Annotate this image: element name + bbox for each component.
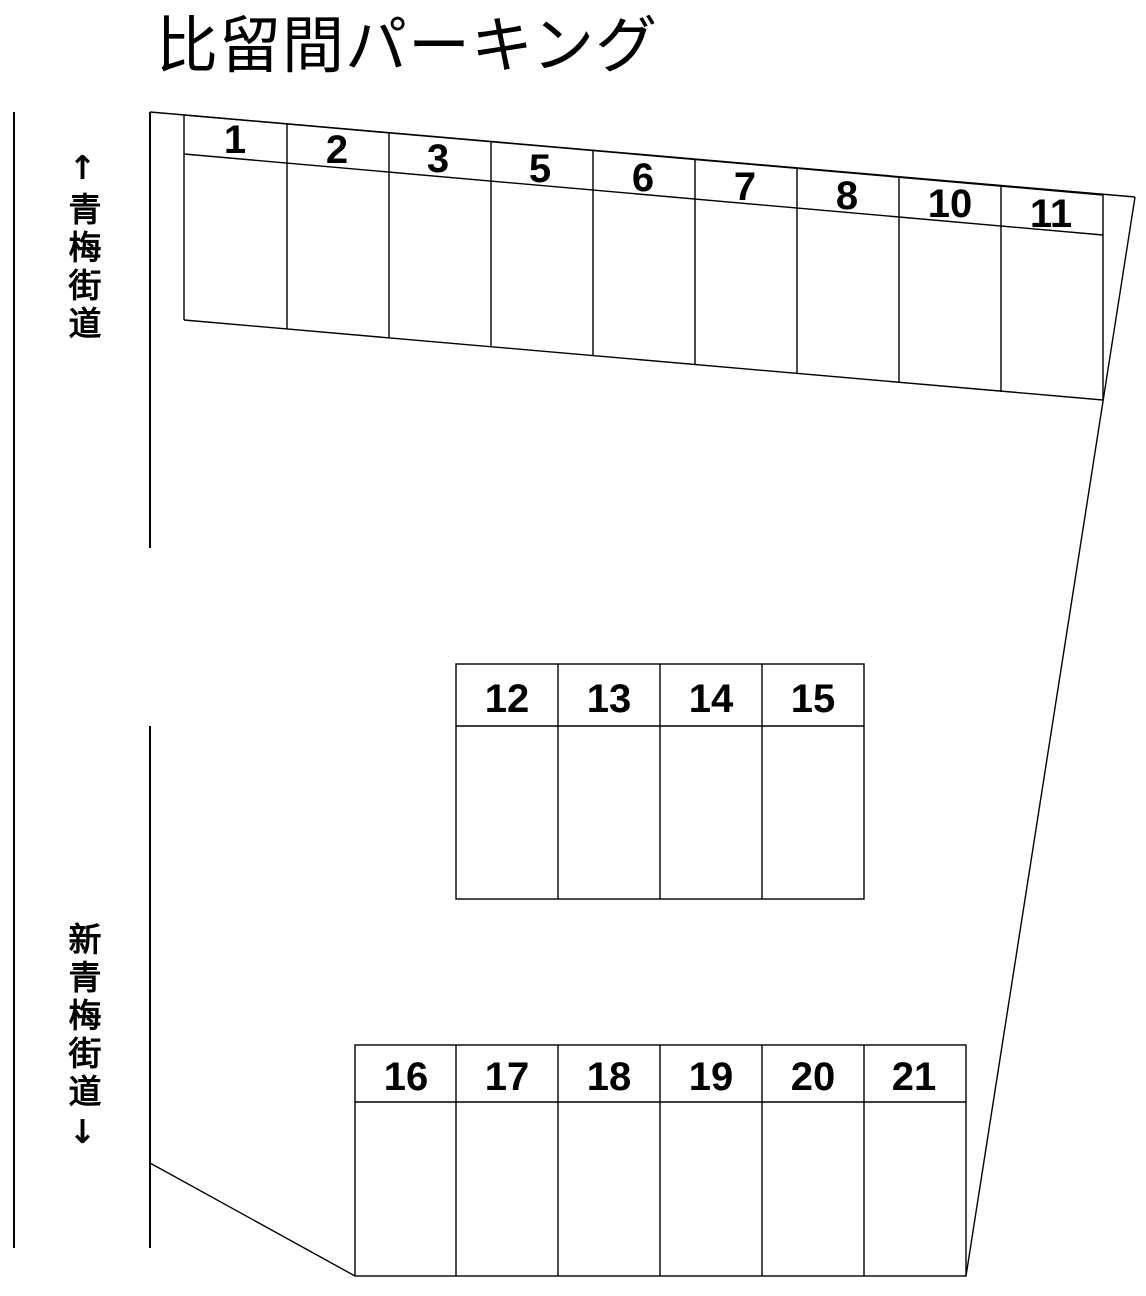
stall-label[interactable]: 8 <box>836 174 858 218</box>
stall-label[interactable]: 14 <box>689 677 734 721</box>
stall-label[interactable]: 21 <box>892 1055 937 1099</box>
stall-label[interactable]: 16 <box>384 1055 429 1099</box>
stall-label[interactable]: 6 <box>632 156 654 200</box>
road-name-south: 新青梅街道 <box>63 922 102 1112</box>
lot-boundary-right <box>965 196 1136 1277</box>
lot-boundary-bottom-left <box>149 1162 356 1277</box>
stall-label[interactable]: 20 <box>791 1055 836 1099</box>
stall-label[interactable]: 1 <box>224 118 246 162</box>
page-title: 比留間パーキング <box>156 9 659 82</box>
top-row-label-divider <box>183 153 1104 236</box>
stall-label[interactable]: 5 <box>529 147 551 191</box>
top-row-top-edge <box>183 114 1104 196</box>
stall-label[interactable]: 13 <box>587 677 632 721</box>
stall-label[interactable]: 3 <box>427 137 449 181</box>
road-label-shin-ome-kaido: 新青梅街道↓ <box>63 922 102 1156</box>
stall-label[interactable]: 17 <box>485 1055 530 1099</box>
stall-label[interactable]: 7 <box>734 165 756 209</box>
road-name-north: 青梅街道 <box>63 192 102 344</box>
stall-label[interactable]: 10 <box>928 182 973 226</box>
top-row-bottom-edge <box>183 319 1104 401</box>
stall-label[interactable]: 18 <box>587 1055 632 1099</box>
arrow-down-icon: ↓ <box>63 1112 102 1156</box>
stall-row-top: 1 2 3 5 6 7 8 10 11 <box>183 114 1104 401</box>
road-label-ome-kaido: ↑青梅街道 <box>63 148 102 344</box>
stall-row-middle: 12 13 14 15 <box>455 663 865 900</box>
stall-label[interactable]: 12 <box>485 677 530 721</box>
stall-label[interactable]: 19 <box>689 1055 734 1099</box>
stall-label[interactable]: 11 <box>1030 192 1072 236</box>
stall-label[interactable]: 2 <box>326 128 348 172</box>
stall-label[interactable]: 15 <box>791 677 836 721</box>
stall-row-bottom: 16 17 18 19 20 21 <box>354 1044 967 1277</box>
arrow-up-icon: ↑ <box>63 148 102 192</box>
